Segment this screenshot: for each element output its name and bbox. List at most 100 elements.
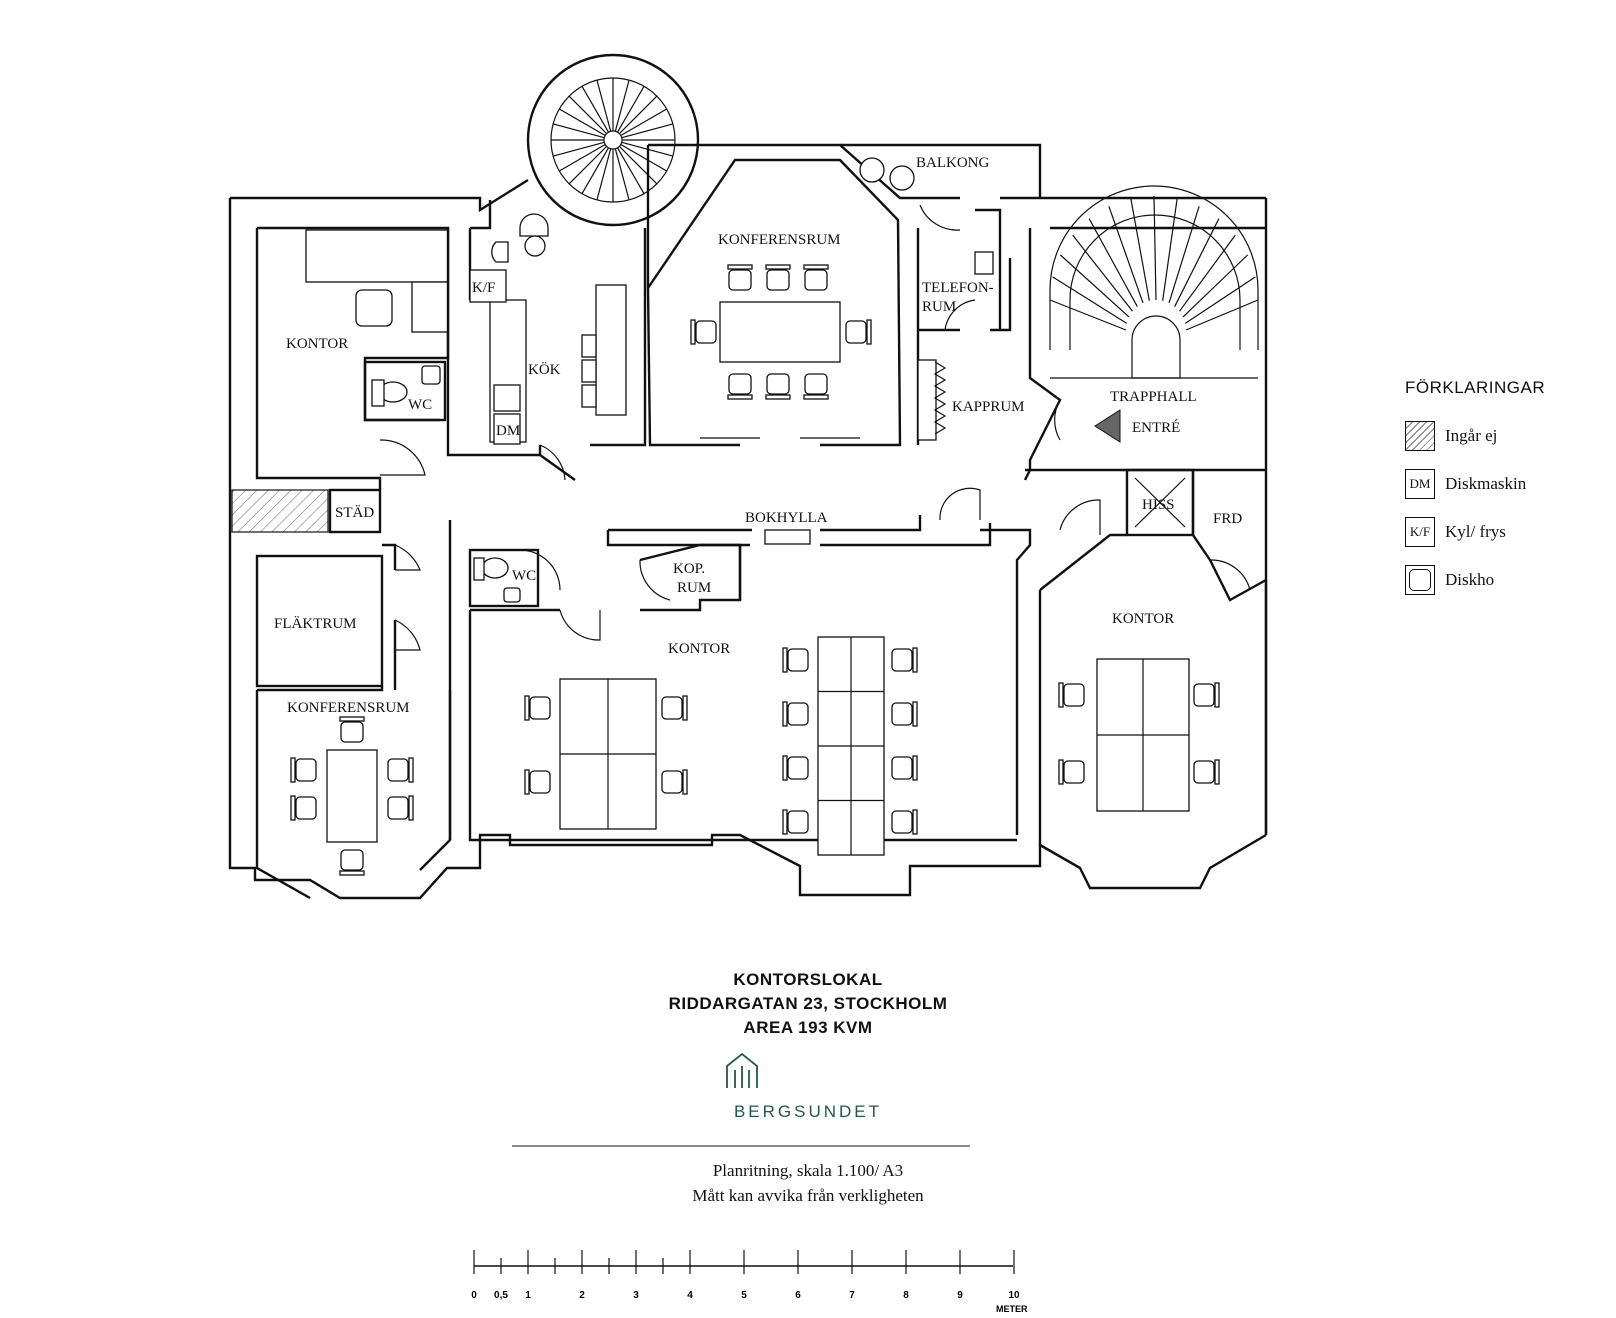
chair-icon xyxy=(782,809,809,835)
sink-icon xyxy=(1405,565,1435,595)
legend-item: Diskho xyxy=(1405,556,1595,604)
room-label-wc-1: WC xyxy=(408,397,432,413)
room-label-entre: ENTRÉ xyxy=(1132,419,1180,436)
room-label-kontor-east: KONTOR xyxy=(1112,611,1174,627)
legend-title: FÖRKLARINGAR xyxy=(1405,378,1546,397)
chair-icon xyxy=(290,795,317,821)
brand-name: BERGSUNDET xyxy=(733,1102,883,1121)
chair-icon xyxy=(891,647,918,673)
furniture xyxy=(326,157,994,843)
scale-tick-label: 8 xyxy=(903,1290,909,1301)
scale-tick-label: 1 xyxy=(525,1290,531,1301)
chair-icon xyxy=(765,264,791,291)
coat-rack-icon xyxy=(933,361,947,435)
doors xyxy=(379,204,1251,651)
chair-icon xyxy=(782,647,809,673)
chair-icon xyxy=(782,755,809,781)
desks xyxy=(559,636,1190,856)
desk-block xyxy=(559,678,657,830)
legend-item: DM Diskmaskin xyxy=(1405,460,1595,508)
scale-tick-label: 7 xyxy=(849,1290,855,1301)
chair-icon xyxy=(845,319,872,345)
scale-tick-label: 10 xyxy=(1008,1290,1020,1301)
title-line-2: RIDDARGATAN 23, STOCKHOLM xyxy=(668,994,948,1013)
chair-icon xyxy=(1193,682,1220,708)
chair-icon xyxy=(727,264,753,291)
chair-icon xyxy=(803,264,829,291)
room-label-trapphall: TRAPPHALL xyxy=(1110,389,1197,405)
room-label-kf: K/F xyxy=(472,280,495,296)
main-staircase xyxy=(1049,185,1259,379)
room-label-kapprum: KAPPRUM xyxy=(952,399,1025,415)
chair-icon xyxy=(339,849,365,876)
scale-unit: METER xyxy=(996,1304,1028,1314)
room-label-frd: FRD xyxy=(1213,511,1242,527)
chair-icon xyxy=(661,695,688,721)
room-label-wc-2: WC xyxy=(512,568,536,584)
room-label-hiss: HISS xyxy=(1142,497,1175,513)
hatched-excluded-area xyxy=(231,489,329,533)
hatch-icon xyxy=(1405,421,1435,451)
scale-tick-label: 5 xyxy=(741,1290,747,1301)
chair-icon xyxy=(891,809,918,835)
chair-icon xyxy=(1058,759,1085,785)
room-label-kontor-center: KONTOR xyxy=(668,641,730,657)
room-label-balkong: BALKONG xyxy=(916,155,989,171)
room-label-telefonrum-1: TELEFON- xyxy=(922,280,994,296)
subtitle-line-1: Planritning, skala 1.100/ A3 xyxy=(712,1161,904,1180)
room-label-koprum-2: RUM xyxy=(677,580,711,596)
chair-icon xyxy=(690,319,717,345)
legend-item: K/F Kyl/ frys xyxy=(1405,508,1595,556)
chair-icon xyxy=(891,755,918,781)
chair-icon xyxy=(891,701,918,727)
chair-icon xyxy=(290,757,317,783)
scale-tick-label: 0,5 xyxy=(494,1290,508,1301)
title-line-3: AREA 193 KVM xyxy=(743,1018,873,1037)
chair-icon xyxy=(387,757,414,783)
scale-tick-label: 2 xyxy=(579,1290,585,1301)
dm-icon: DM xyxy=(1405,469,1435,499)
scale-tick-label: 3 xyxy=(633,1290,639,1301)
chair-icon xyxy=(387,795,414,821)
desk-block xyxy=(817,636,885,856)
room-label-telefonrum-2: RUM xyxy=(922,299,956,315)
room-label-kontor-nw: KONTOR xyxy=(286,336,348,352)
room-label-konferensrum-sw: KONFERENSRUM xyxy=(287,700,410,716)
desk-block xyxy=(1096,658,1190,812)
scale-tick-label: 9 xyxy=(957,1290,963,1301)
room-label-kok: KÖK xyxy=(528,361,561,378)
entrance-arrow-icon xyxy=(1094,409,1121,443)
chair-icon xyxy=(339,716,365,743)
room-label-koprum-1: KOP. xyxy=(673,561,705,577)
chair-icon xyxy=(782,701,809,727)
chairs xyxy=(290,264,1220,876)
room-label-bokhylla: BOKHYLLA xyxy=(745,510,828,526)
legend: FÖRKLARINGAR Ingår ej DM Diskmaskin K/F … xyxy=(1405,378,1595,604)
room-label-flaktrum: FLÄKTRUM xyxy=(274,615,357,632)
room-label-dm: DM xyxy=(496,423,520,439)
chair-icon xyxy=(524,769,551,795)
title-line-1: KONTORSLOKAL xyxy=(733,970,883,989)
legend-item: Ingår ej xyxy=(1405,412,1595,460)
chair-icon xyxy=(524,695,551,721)
chair-icon xyxy=(661,769,688,795)
title-block: KONTORSLOKAL RIDDARGATAN 23, STOCKHOLM A… xyxy=(0,968,1616,1040)
bergsundet-logo-icon xyxy=(726,1052,758,1088)
kf-icon: K/F xyxy=(1405,517,1435,547)
spiral-staircase-top xyxy=(526,53,700,227)
chair-icon xyxy=(1058,682,1085,708)
chair-icon xyxy=(727,373,753,400)
scale-tick-label: 0 xyxy=(471,1290,477,1301)
chair-icon xyxy=(803,373,829,400)
subtitle-block: Planritning, skala 1.100/ A3 Mått kan av… xyxy=(0,1158,1616,1208)
chair-icon xyxy=(1193,759,1220,785)
scale-tick-label: 6 xyxy=(795,1290,801,1301)
chair-icon xyxy=(765,373,791,400)
scale-bar: 0 0,5 1 2 3 4 5 6 7 8 9 10 xyxy=(471,1250,1020,1301)
scale-tick-label: 4 xyxy=(687,1290,693,1301)
subtitle-line-2: Mått kan avvika från verkligheten xyxy=(692,1186,924,1205)
interior-walls xyxy=(255,158,1268,900)
room-label-stad: STÄD xyxy=(335,504,374,521)
room-label-konferensrum-top: KONFERENSRUM xyxy=(718,232,841,248)
